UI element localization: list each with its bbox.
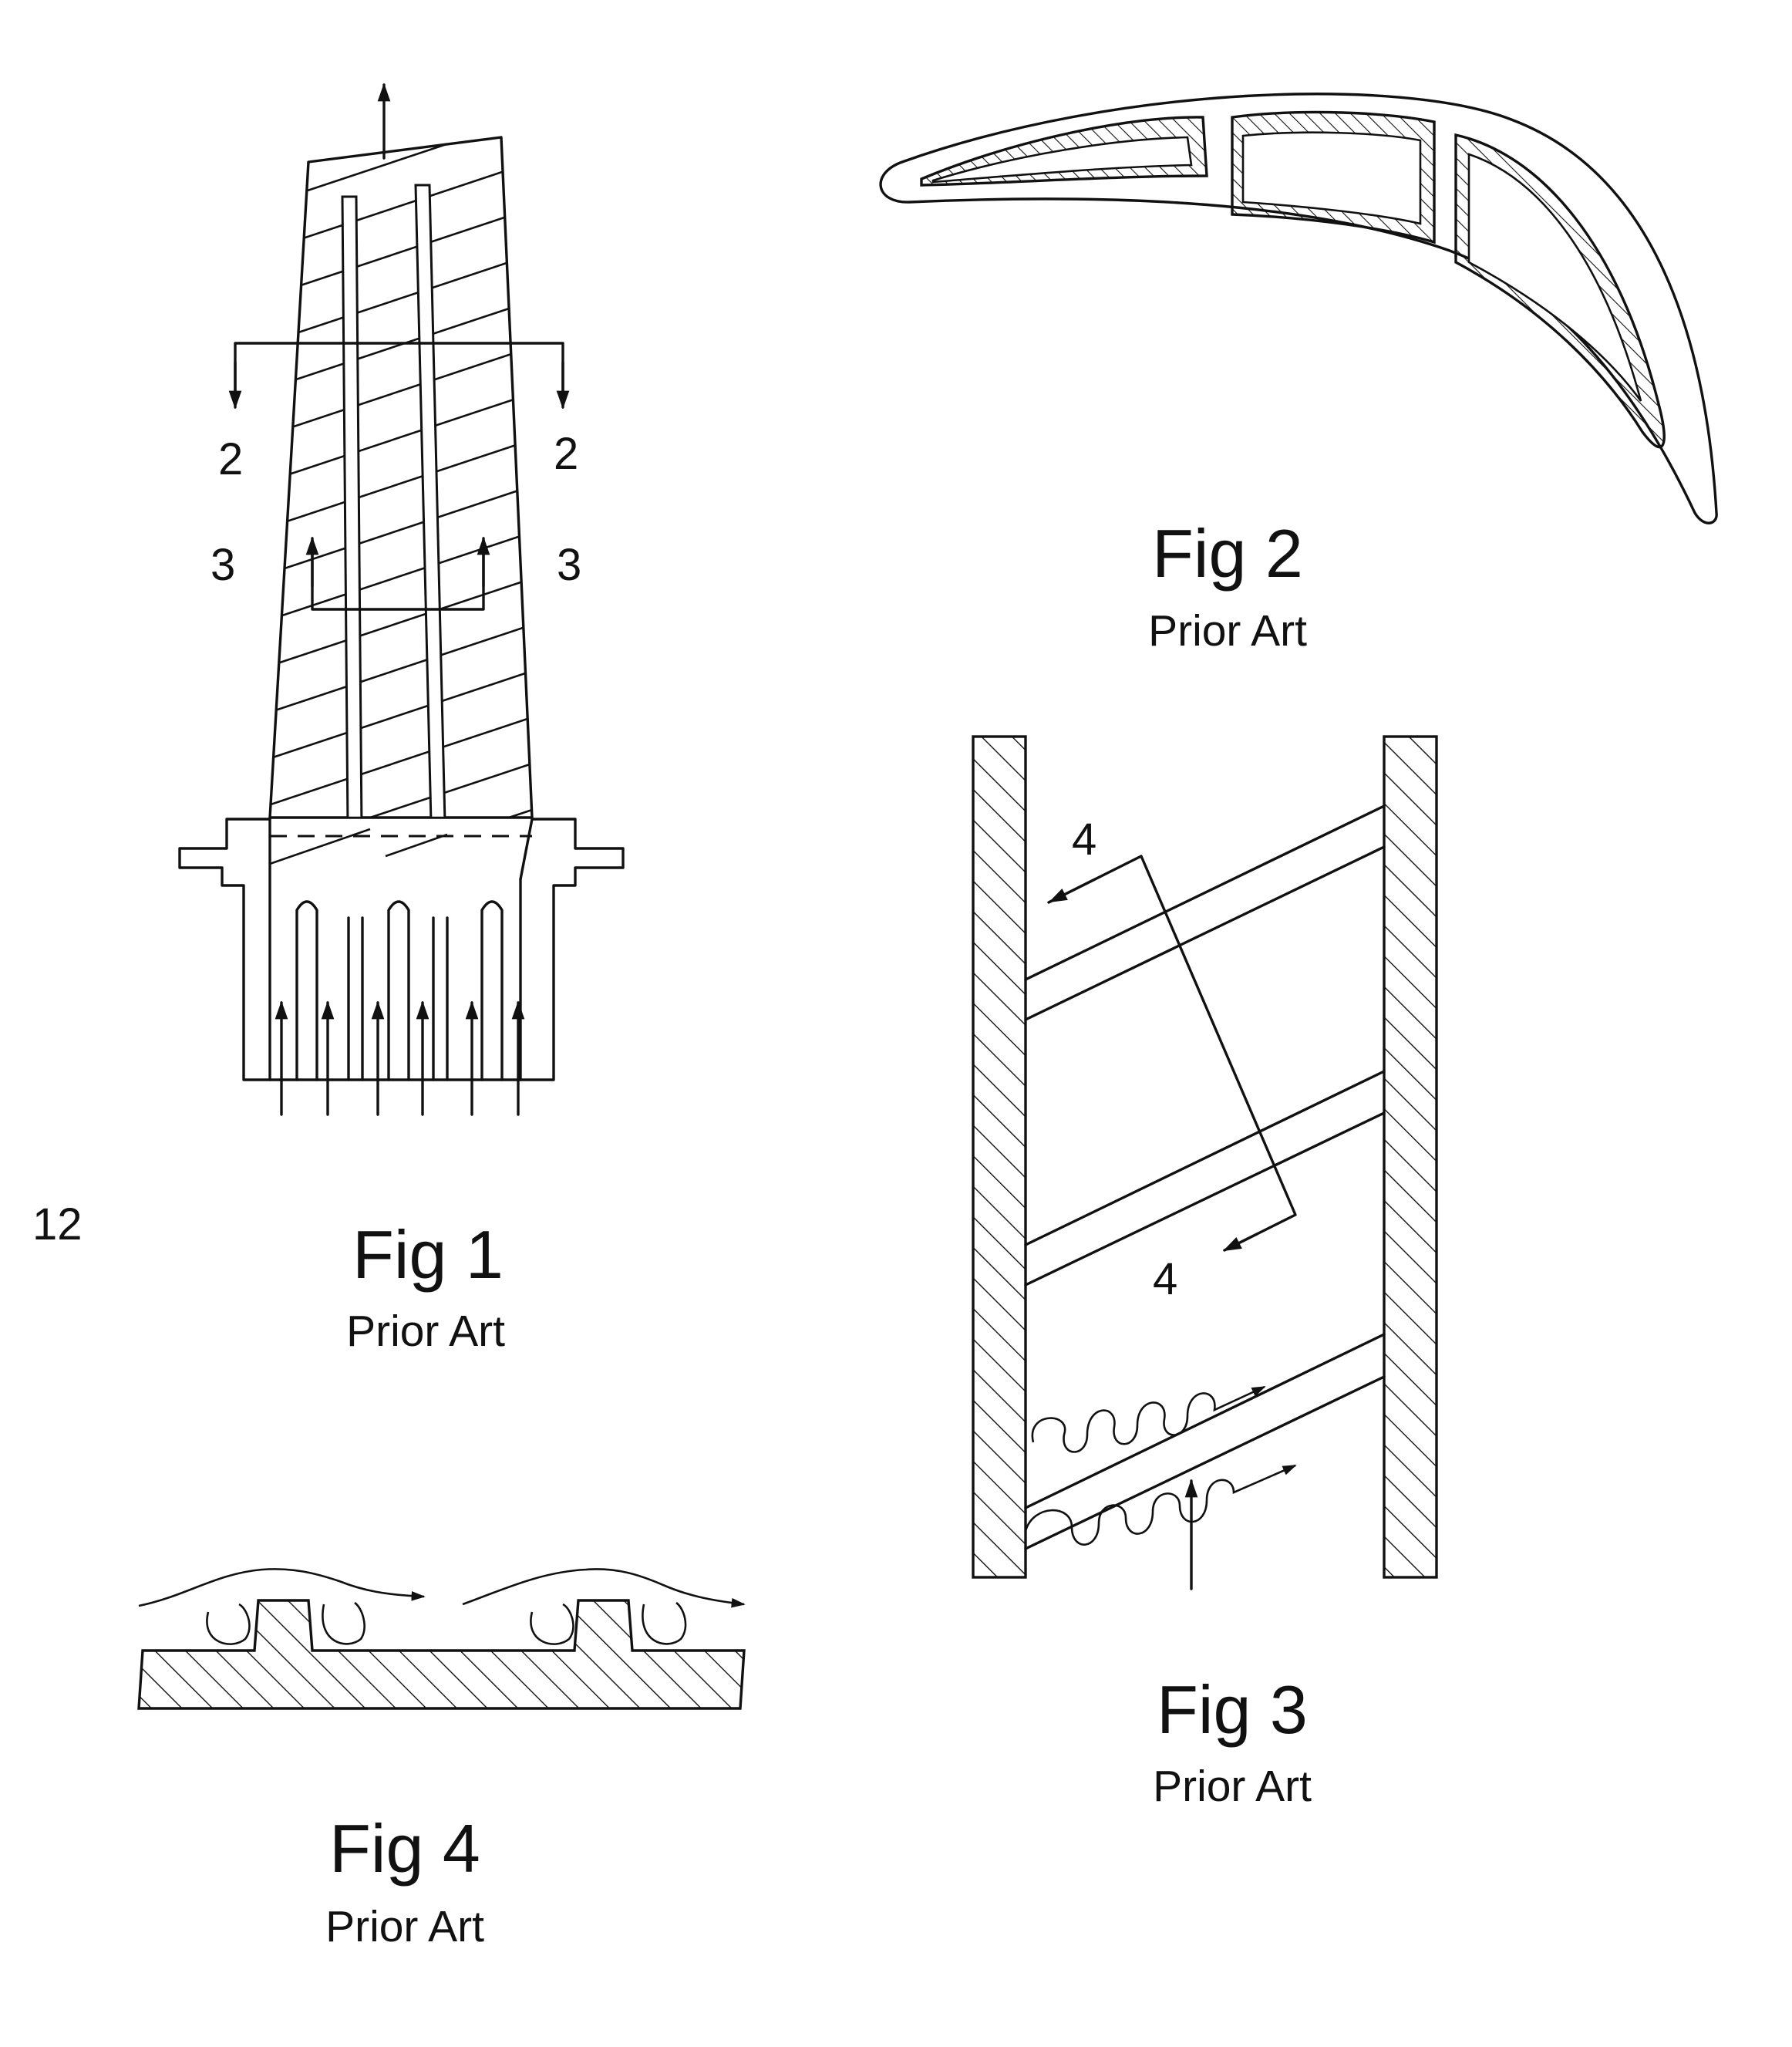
- fig1-title: Fig 1: [352, 1216, 504, 1293]
- fig1-blade-drawing: 2 2 3 3 12 Fig 1 Prior Art: [32, 85, 623, 1356]
- fig4-subtitle: Prior Art: [325, 1902, 484, 1951]
- plate-with-ribs: [139, 1600, 744, 1708]
- fig4-rib-flow: Fig 4 Prior Art: [139, 1569, 744, 1951]
- label-section-3-right: 3: [557, 540, 581, 590]
- fig2-airfoil-section: Fig 2 Prior Art: [881, 94, 1716, 656]
- flow-streamline-2: [463, 1569, 744, 1604]
- fig3-channel-section: 4 4 Fig 3 Prior Art: [973, 737, 1437, 1811]
- label-section-4-bottom: 4: [1153, 1254, 1177, 1304]
- label-section-2-left: 2: [218, 434, 243, 484]
- fig2-subtitle: Prior Art: [1148, 606, 1307, 656]
- blade-platform: [180, 818, 623, 1080]
- channel-wall-right: [1384, 737, 1437, 1577]
- trip-strips: [1026, 806, 1384, 1549]
- label-section-2-right: 2: [554, 429, 578, 479]
- label-reference-12: 12: [32, 1199, 83, 1249]
- fig4-title: Fig 4: [329, 1810, 480, 1887]
- fig3-subtitle: Prior Art: [1153, 1762, 1312, 1811]
- section-line-4-4: [1049, 856, 1295, 1250]
- root-channels: [270, 819, 532, 1080]
- section-line-3-3: [312, 538, 483, 609]
- channel-wall-left: [973, 737, 1026, 1577]
- label-section-4-top: 4: [1072, 814, 1096, 865]
- fig3-title: Fig 3: [1157, 1671, 1308, 1748]
- label-section-3-left: 3: [211, 540, 235, 590]
- fig2-title: Fig 2: [1152, 515, 1303, 592]
- vortex-upper: [1032, 1387, 1265, 1452]
- vortex-lower: [1026, 1465, 1295, 1545]
- fig1-subtitle: Prior Art: [346, 1307, 505, 1356]
